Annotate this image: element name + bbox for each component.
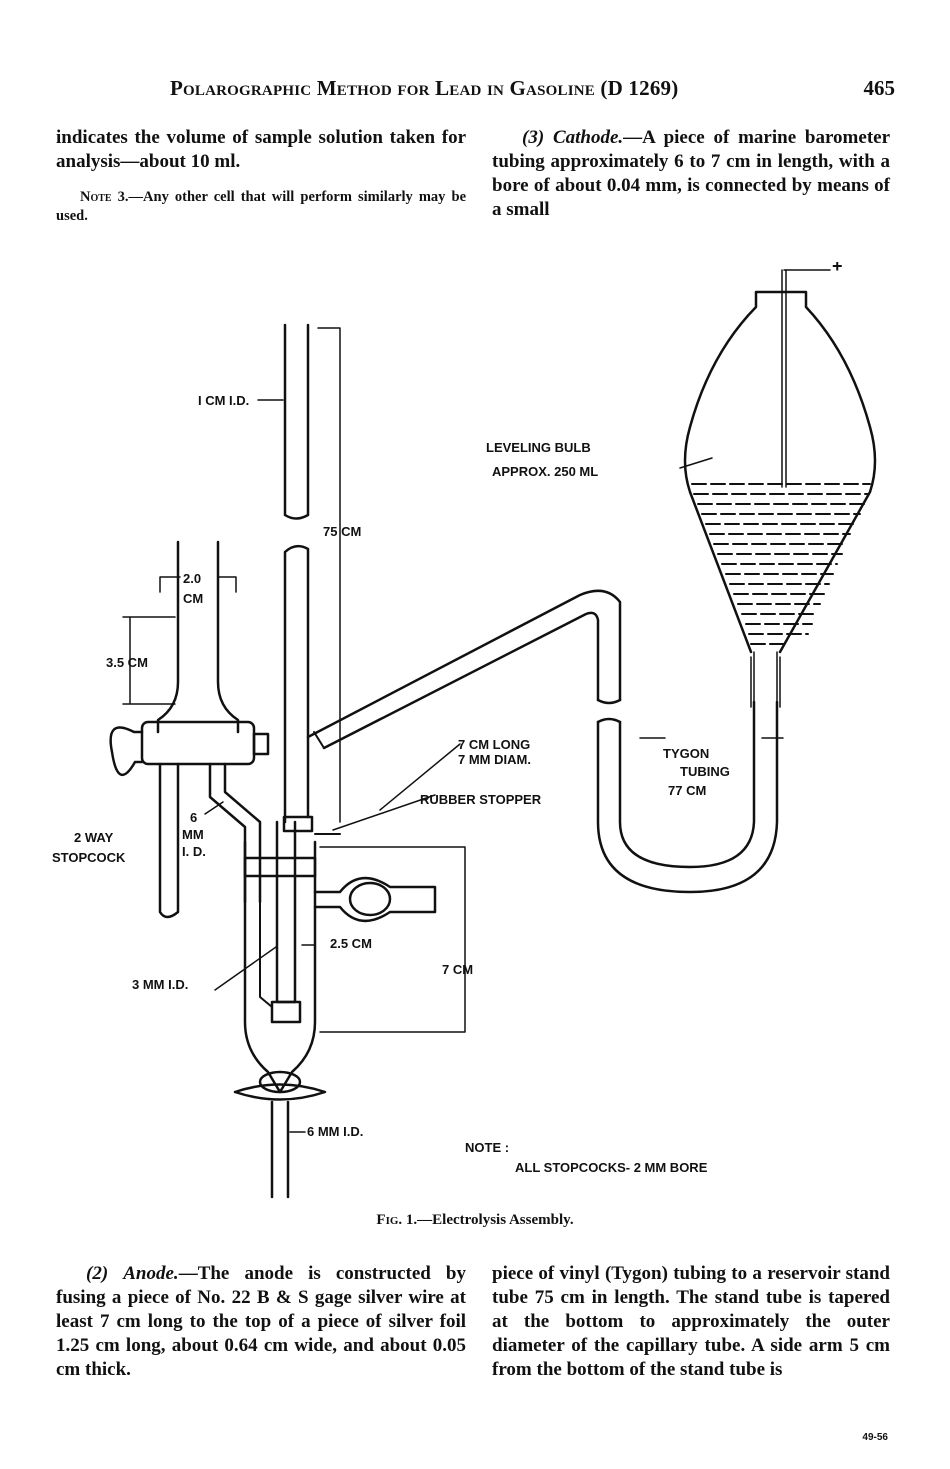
note-label: Note 3.	[80, 189, 129, 205]
plus-label: +	[832, 262, 843, 276]
bulb-label-b: APPROX. 250 ML	[492, 464, 598, 479]
bottom-stopcock-knob	[258, 1070, 302, 1094]
running-title: Polarographic Method for Lead in Gasolin…	[170, 76, 679, 100]
note-3: Note 3.—Any other cell that will perform…	[56, 188, 466, 226]
footer-code: 49-56	[862, 1432, 888, 1443]
side-id-label-c: I. D.	[182, 844, 206, 859]
figure-note-b: ALL STOPCOCKS- 2 MM BORE	[515, 1160, 708, 1175]
tube-length-dimension	[317, 327, 341, 823]
note-text: —Any other cell that will perform simila…	[56, 189, 467, 224]
liquid-level	[691, 483, 871, 645]
continuation-paragraph: indicates the volume of sample solution …	[56, 127, 466, 172]
electrolysis-diagram: + I CM I.D. 75 CM 2.0 CM 3.5 CM 2 WAY ST…	[52, 262, 877, 1199]
stopcock-outlet	[158, 762, 180, 919]
cell-body	[243, 840, 317, 1094]
tygon-u-tube	[596, 700, 779, 894]
tube-id-label: I CM I.D.	[198, 393, 249, 408]
running-head: Polarographic Method for Lead in Gasolin…	[170, 76, 895, 104]
caption-prefix: Fig. 1.	[376, 1212, 418, 1228]
bulb-label-a: LEVELING BULB	[486, 440, 591, 455]
funnel-width-unit: CM	[183, 591, 203, 606]
right-column-top: (3) Cathode.—A piece of marine barometer…	[492, 126, 890, 222]
stand-tube-upper	[283, 323, 310, 520]
anode-text: —The anode is constructed by fusing a pi…	[56, 1263, 466, 1380]
capillary-label-b: 7 MM DIAM.	[458, 752, 531, 767]
funnel-width-label: 2.0	[183, 571, 201, 586]
side-id-label-a: 6	[190, 810, 197, 825]
bulb-electrode	[781, 269, 787, 488]
stopcock-tip	[252, 732, 270, 756]
stopcock-label-b: STOPCOCK	[52, 850, 126, 865]
caption-text: —Electrolysis Assembly.	[417, 1212, 574, 1228]
side-arm-end	[313, 731, 325, 749]
rubber-stopper-top	[282, 815, 314, 833]
stand-tube-paragraph: piece of vinyl (Tygon) tubing to a reser…	[492, 1263, 890, 1380]
tygon-label-b: TUBING	[680, 764, 730, 779]
leveling-bulb	[683, 290, 877, 654]
left-column-top: indicates the volume of sample solution …	[56, 126, 466, 241]
cell-height-label: 7 CM	[442, 962, 473, 977]
stand-tube-lower	[283, 544, 310, 824]
cathode-text: —A piece of marine barometer tubing appr…	[492, 127, 891, 220]
tygon-label-a: TYGON	[663, 746, 709, 761]
anode-number: (2)	[86, 1263, 109, 1284]
funnel-height-dimension	[122, 616, 176, 705]
side-inlet-tube	[208, 762, 262, 904]
cell-stopper	[243, 856, 317, 878]
left-column-bottom: (2) Anode.—The anode is constructed by f…	[56, 1262, 466, 1382]
stopcock-label-a: 2 WAY	[74, 830, 114, 845]
side-arm	[306, 589, 622, 750]
tube-length-label: 75 CM	[323, 524, 361, 539]
anode-heading: Anode.	[123, 1263, 179, 1284]
cell-stopcock	[313, 877, 437, 922]
cathode-heading: Cathode.	[552, 127, 624, 148]
funnel-width-dimension	[159, 576, 237, 593]
side-id-label-b: MM	[182, 827, 204, 842]
right-column-bottom: piece of vinyl (Tygon) tubing to a reser…	[492, 1262, 890, 1382]
anode-foil	[270, 1000, 302, 1024]
outlet-tube	[270, 1100, 290, 1199]
outlet-id-label: 6 MM I.D.	[307, 1124, 363, 1139]
tygon-label-c: 77 CM	[668, 783, 706, 798]
page-number: 465	[863, 76, 896, 100]
capillary-label-a: 7 CM LONG	[458, 737, 530, 752]
bulb-stem	[750, 651, 781, 708]
side-arm-break	[596, 698, 622, 724]
stopcock-knob	[109, 726, 144, 776]
leader-lines	[204, 399, 784, 1133]
stopper-label: RUBBER STOPPER	[420, 792, 542, 807]
anode-paragraph: (2) Anode.—The anode is constructed by f…	[56, 1262, 466, 1382]
inner-tube	[275, 820, 297, 1004]
figure-caption: Fig. 1.—Electrolysis Assembly.	[0, 1212, 950, 1229]
figure-note-a: NOTE :	[465, 1140, 509, 1155]
inner-id-label: 3 MM I.D.	[132, 977, 188, 992]
cell-width-label: 2.5 CM	[330, 936, 372, 951]
anode-wire	[259, 901, 273, 1008]
electrolysis-figure: + I CM I.D. 75 CM 2.0 CM 3.5 CM 2 WAY ST…	[40, 262, 910, 1212]
cell-stopcock-key	[348, 881, 392, 917]
cathode-paragraph: (3) Cathode.—A piece of marine barometer…	[492, 126, 890, 222]
funnel-height-label: 3.5 CM	[106, 655, 148, 670]
cell-height-dimension	[319, 846, 466, 1033]
cathode-number: (3)	[522, 127, 545, 148]
